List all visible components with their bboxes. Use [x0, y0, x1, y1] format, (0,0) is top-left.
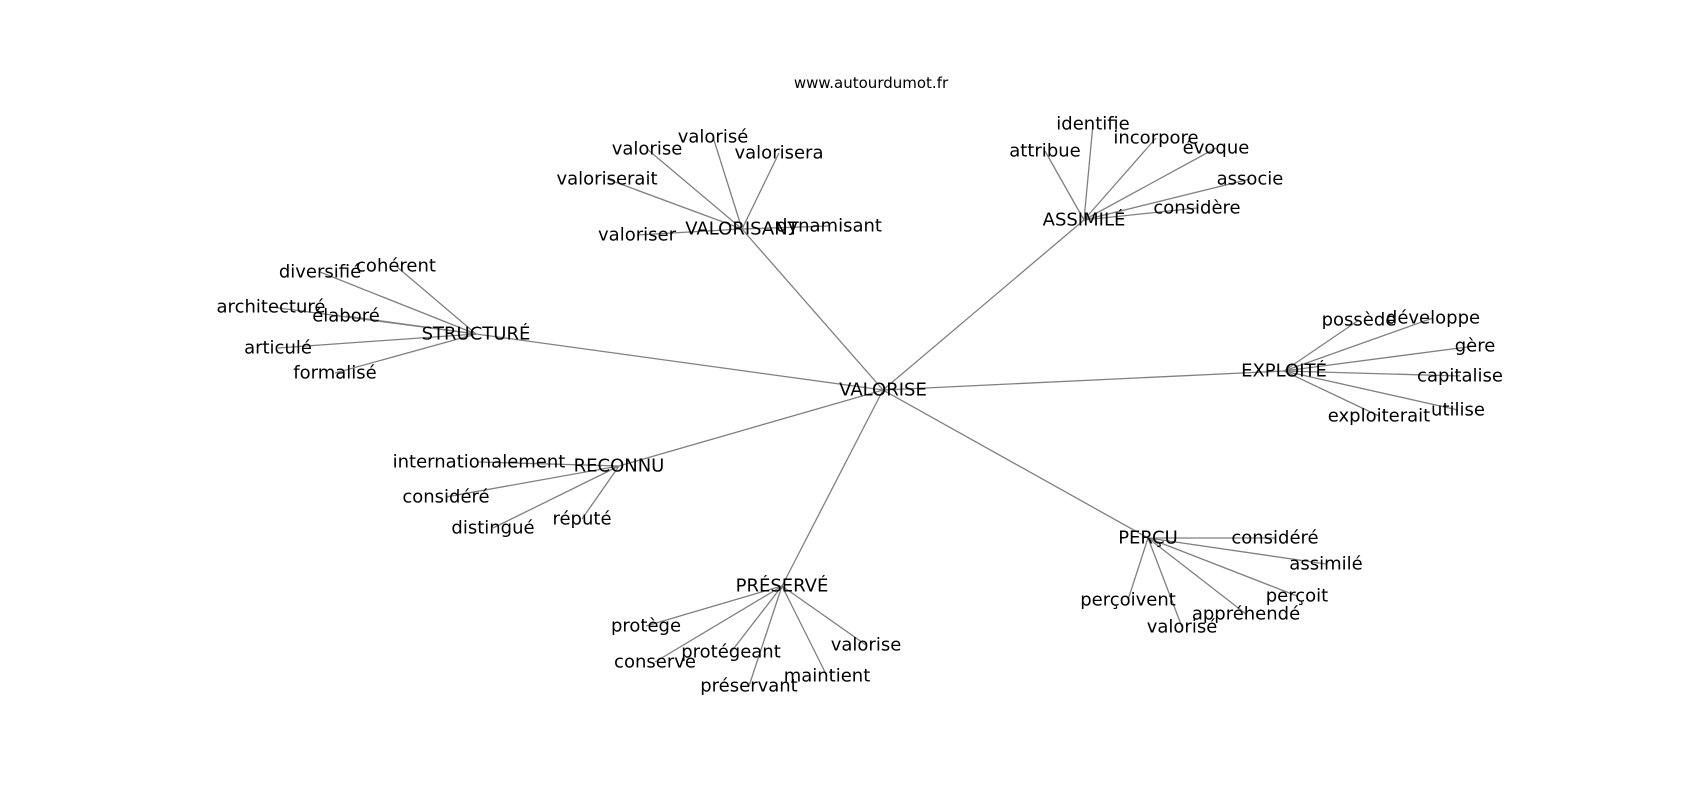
leaf-node-assimile-evoque[interactable]: évoque [1183, 138, 1250, 159]
edge-percu-apprehende [1147, 537, 1247, 615]
hub-node-reconnu[interactable]: RECONNU [574, 456, 665, 477]
leaf-node-percu-percoit[interactable]: perçoit [1266, 586, 1328, 607]
leaf-node-preserve-preservant[interactable]: préservant [700, 676, 798, 697]
leaf-node-structure-architecture[interactable]: architecturé [217, 297, 326, 318]
leaf-node-percu-assimile[interactable]: assimilé [1289, 554, 1362, 575]
edge-percu-percoit [1147, 537, 1298, 597]
leaf-node-structure-elabore[interactable]: élaboré [312, 306, 380, 327]
leaf-node-percu-valorise[interactable]: valorisé [1147, 617, 1218, 638]
leaf-node-valorisant-dynamisant[interactable]: dynamisant [776, 216, 882, 237]
edge-root-structure [475, 333, 884, 391]
edge-root-valorisant [741, 228, 884, 391]
leaf-node-reconnu-repute[interactable]: réputé [552, 509, 611, 530]
edge-preserve-protegeant [730, 585, 783, 653]
leaf-node-exploite-utilise[interactable]: utilise [1431, 400, 1485, 421]
leaf-node-preserve-protegeant[interactable]: protégeant [681, 642, 781, 663]
edge-structure-articule [277, 333, 477, 349]
edge-structure-diversifie [319, 271, 477, 335]
edge-structure-coherent [395, 265, 477, 335]
leaf-node-valorisant-valorise[interactable]: valorisé [678, 127, 749, 148]
hub-node-valorisant[interactable]: VALORISANT [685, 219, 799, 240]
leaf-node-valorisant-valorise[interactable]: valorise [612, 139, 683, 160]
leaf-node-reconnu-distingue[interactable]: distingué [451, 518, 534, 539]
leaf-node-exploite-gere[interactable]: gère [1455, 336, 1496, 357]
edge-valorisant-valorise [646, 148, 743, 230]
root-node-valorise[interactable]: VALORISE [839, 380, 927, 401]
edge-valorisant-dynamisant [741, 225, 830, 230]
edge-assimile-incorpore [1083, 137, 1157, 221]
leaf-node-reconnu-considere[interactable]: considéré [402, 487, 489, 508]
leaf-node-structure-coherent[interactable]: cohérent [356, 256, 436, 277]
leaf-node-exploite-exploiterait[interactable]: exploiterait [1328, 406, 1430, 427]
edge-valorisant-valorise [712, 136, 743, 230]
edge-reconnu-distingue [492, 465, 620, 529]
edge-root-assimile [882, 219, 1085, 391]
graph-edges [270, 123, 1476, 687]
edge-percu-percoivent [1127, 537, 1149, 601]
leaf-node-assimile-attribue[interactable]: attribue [1009, 141, 1080, 162]
edge-percu-valorise [1147, 537, 1183, 628]
leaf-node-percu-percoivent[interactable]: perçoivent [1080, 590, 1176, 611]
edge-preserve-preservant [748, 585, 783, 687]
edge-reconnu-considere [445, 465, 620, 498]
edge-valorisant-valoriser [636, 228, 743, 236]
leaf-node-valorisant-valoriserait[interactable]: valoriserait [556, 169, 657, 190]
edge-assimile-considere [1083, 207, 1198, 221]
edge-exploite-utilise [1283, 370, 1459, 411]
hub-node-percu[interactable]: PERÇU [1118, 528, 1178, 549]
leaf-node-assimile-incorpore[interactable]: incorpore [1113, 128, 1198, 149]
edge-structure-formalise [334, 333, 477, 374]
edge-assimile-associe [1083, 178, 1251, 221]
edge-preserve-valorise [781, 585, 867, 646]
edge-preserve-conserve [654, 585, 783, 663]
edge-preserve-protege [645, 585, 783, 627]
leaf-node-preserve-protege[interactable]: protège [611, 616, 681, 637]
edge-valorisant-valorisera [741, 152, 780, 230]
edge-assimile-identifie [1083, 123, 1094, 221]
edge-preserve-maintient [781, 585, 828, 677]
edge-valorisant-valoriserait [606, 178, 743, 230]
edge-percu-assimile [1147, 537, 1327, 565]
leaf-node-preserve-conserve[interactable]: conserve [614, 652, 696, 673]
edge-exploite-developpe [1283, 317, 1434, 372]
leaf-node-preserve-maintient[interactable]: maintient [784, 666, 871, 687]
edge-structure-elabore [345, 315, 477, 335]
edge-root-exploite [882, 370, 1285, 391]
leaf-node-percu-apprehende[interactable]: appréhendé [1192, 604, 1300, 625]
leaf-node-valorisant-valoriser[interactable]: valoriser [598, 225, 677, 246]
leaf-node-percu-considere[interactable]: considéré [1231, 528, 1318, 549]
leaf-node-reconnu-internationalement[interactable]: internationalement [393, 452, 566, 473]
leaf-node-structure-articule[interactable]: articulé [244, 338, 312, 359]
edge-exploite-exploiterait [1283, 370, 1380, 417]
leaf-node-exploite-capitalise[interactable]: capitalise [1417, 366, 1503, 387]
leaf-node-structure-formalise[interactable]: formalisé [293, 363, 376, 384]
leaf-node-exploite-developpe[interactable]: développe [1386, 308, 1480, 329]
edge-reconnu-repute [581, 465, 620, 520]
hub-node-exploite[interactable]: EXPLOITÉ [1241, 360, 1327, 382]
leaf-node-exploite-possede[interactable]: possède [1322, 310, 1397, 331]
leaf-node-assimile-considere[interactable]: considère [1153, 198, 1240, 219]
edge-root-reconnu [618, 389, 884, 467]
edge-reconnu-internationalement [478, 461, 620, 467]
edge-exploite-possede [1283, 319, 1360, 372]
hub-node-preserve[interactable]: PRÉSERVÉ [736, 575, 829, 597]
edge-assimile-attribue [1044, 150, 1085, 221]
hub-node-assimile[interactable]: ASSIMILÉ [1043, 209, 1126, 231]
edge-root-percu [882, 389, 1149, 539]
leaf-node-assimile-identifie[interactable]: identifie [1056, 114, 1129, 135]
hub-node-structure[interactable]: STRUCTURÉ [422, 323, 531, 345]
edge-exploite-capitalise [1283, 370, 1461, 377]
leaf-node-assimile-associe[interactable]: associe [1217, 169, 1284, 190]
edge-root-preserve [781, 389, 884, 587]
leaf-node-preserve-valorise[interactable]: valorise [831, 635, 902, 656]
site-url: www.autourdumot.fr [794, 74, 949, 92]
edge-exploite-gere [1283, 345, 1476, 372]
edge-assimile-evoque [1083, 147, 1217, 221]
leaf-node-valorisant-valorisera[interactable]: valorisera [735, 143, 824, 164]
leaf-node-structure-diversifie[interactable]: diversifié [279, 262, 361, 283]
